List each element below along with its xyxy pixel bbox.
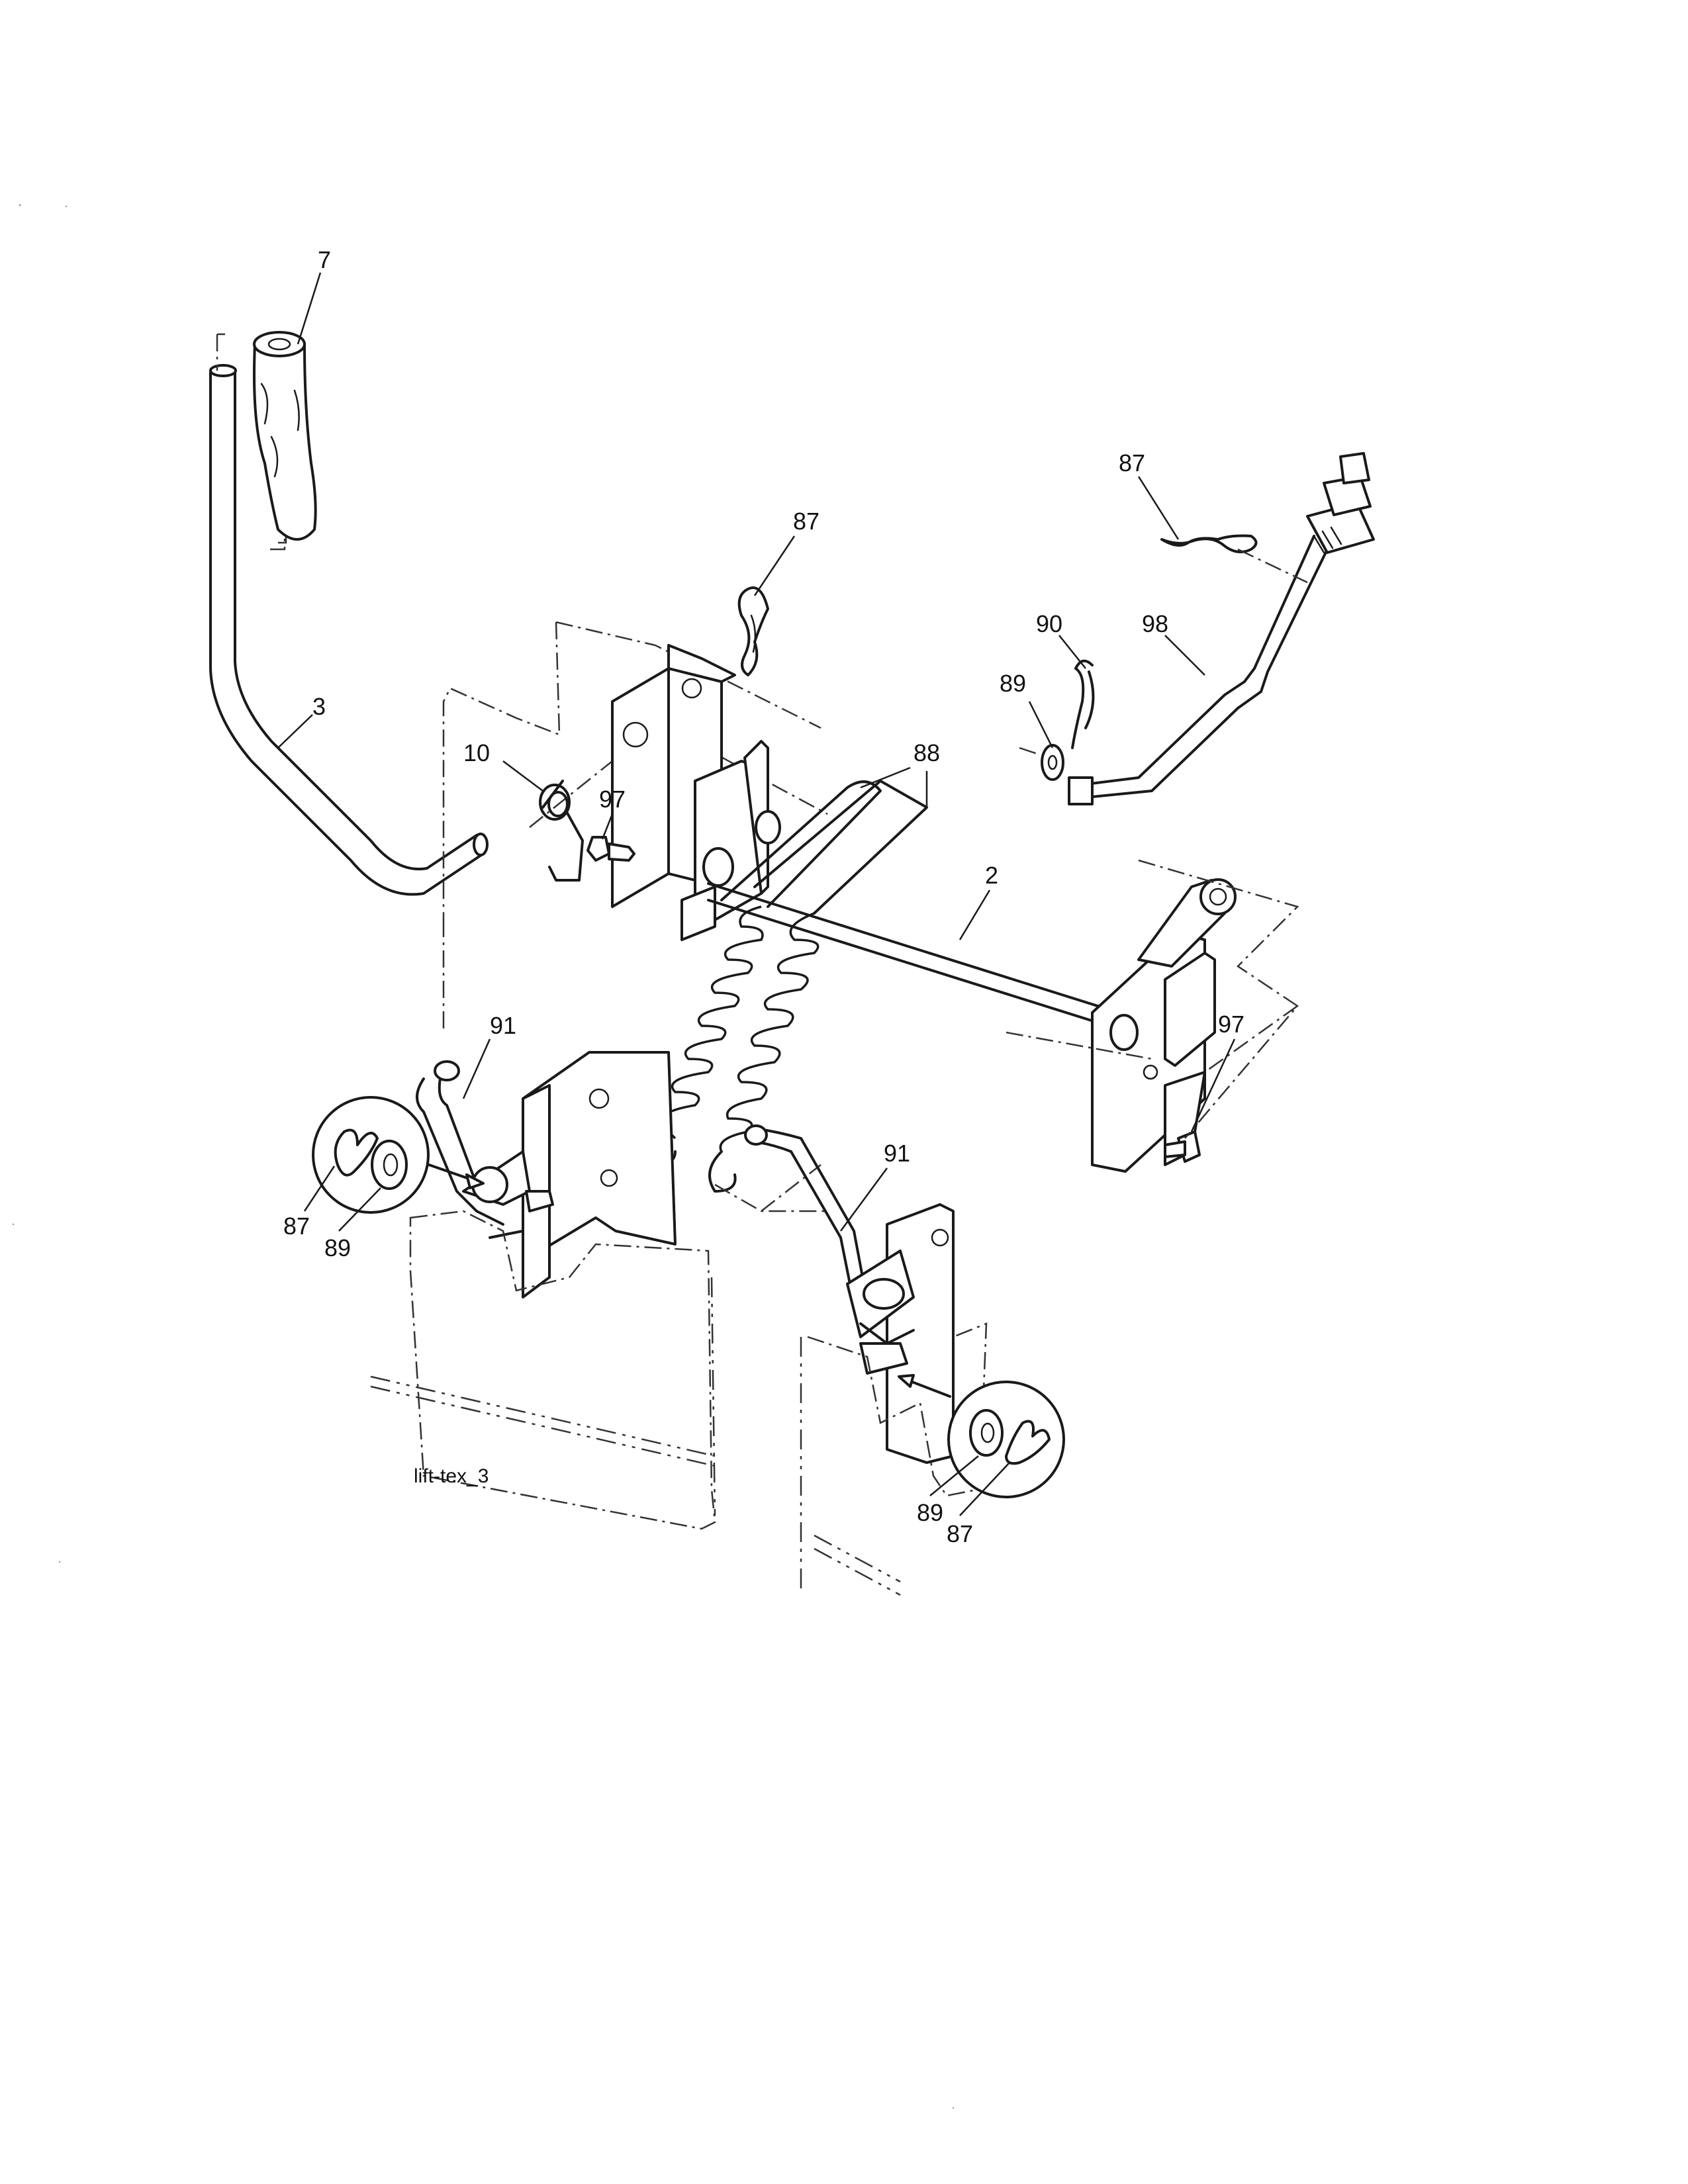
scan-specks: [12, 204, 955, 2109]
leader-89-right: [1028, 701, 1054, 749]
pin-part-90: [1071, 659, 1095, 749]
callout-97-right: 97: [1218, 1011, 1244, 1038]
detail-circle-left: [312, 1096, 485, 1214]
leader-87-top: [753, 535, 796, 596]
callout-89-right: 89: [1000, 670, 1026, 697]
callout-89-right-detail: 89: [917, 1499, 943, 1526]
callout-87-right: 87: [1119, 449, 1145, 477]
leader-89-right-detail: [929, 1455, 979, 1496]
leader-87-right: [1137, 476, 1180, 540]
leader-lines: [277, 272, 1236, 1516]
callout-7: 7: [318, 246, 331, 273]
lift-handle-part-3: [209, 364, 489, 896]
left-deck-phantom-lower: [370, 1277, 716, 1516]
bolt-part-97-right: [1164, 1130, 1201, 1163]
callout-88: 88: [914, 739, 940, 766]
callout-2: 2: [985, 862, 998, 889]
leader-87-left-detail: [303, 1165, 336, 1212]
washer-part-89-right: [1041, 744, 1064, 781]
hairpin-clip-part-87-right: [1160, 534, 1258, 553]
callout-3: 3: [312, 693, 326, 720]
callout-97-left: 97: [599, 786, 626, 813]
left-deck-phantom: [409, 1210, 716, 1530]
handle-grip-part-7: [253, 331, 317, 541]
leader-7: [297, 272, 322, 345]
center-bracket-phantom-outline: [442, 621, 821, 920]
callout-87-left-detail: 87: [283, 1212, 310, 1240]
leader-97-left: [601, 813, 614, 840]
lift-link-part-91-left: [416, 1060, 491, 1212]
callout-87-top: 87: [793, 508, 820, 535]
callout-91-left: 91: [490, 1012, 516, 1039]
callout-91-right: 91: [884, 1140, 910, 1167]
right-bracket-phantom-outline: [1006, 859, 1299, 1139]
leader-90: [1058, 635, 1086, 669]
callout-labels: 7 87 87 3 10 97 88 90 98 89 2 97 91 91 8…: [283, 246, 1244, 1547]
link-rod-part-98: [1068, 452, 1375, 805]
right-deck-bracket: [846, 1203, 955, 1464]
diagram-caption: lift-tex_3: [414, 1465, 489, 1487]
hairpin-clip-part-87-top: [737, 586, 769, 676]
leader-91-right: [839, 1167, 888, 1232]
callout-89-left-detail: 89: [324, 1234, 351, 1261]
leader-3: [277, 714, 313, 749]
left-deck-bracket: [462, 1051, 677, 1298]
center-bracket: [611, 644, 781, 941]
right-lift-arm-bracket: [1091, 878, 1237, 1173]
leader-89-left-detail: [338, 1187, 381, 1232]
lift-link-part-91-right: [744, 1124, 865, 1289]
rod-phantom-line: [1019, 548, 1308, 756]
extension-spring-part-88-b: [708, 780, 928, 1193]
torsion-spring-part-10: [539, 780, 584, 882]
right-deck-phantom: [807, 1322, 988, 1497]
leader-87-right-detail: [959, 1462, 1010, 1516]
leader-10: [502, 760, 543, 792]
leader-91-left: [462, 1038, 491, 1099]
callout-10: 10: [463, 739, 490, 766]
leader-97-right: [1190, 1038, 1236, 1132]
leader-2: [959, 889, 991, 940]
leader-88-a: [860, 766, 911, 789]
callout-90: 90: [1036, 610, 1062, 637]
callout-98: 98: [1142, 610, 1168, 637]
callout-87-right-detail: 87: [947, 1520, 973, 1547]
leader-98: [1164, 635, 1205, 676]
spring-phantom-line: [714, 1164, 827, 1212]
right-deck-phantom-lower: [800, 1337, 901, 1596]
detail-circle-right: [898, 1374, 1065, 1498]
